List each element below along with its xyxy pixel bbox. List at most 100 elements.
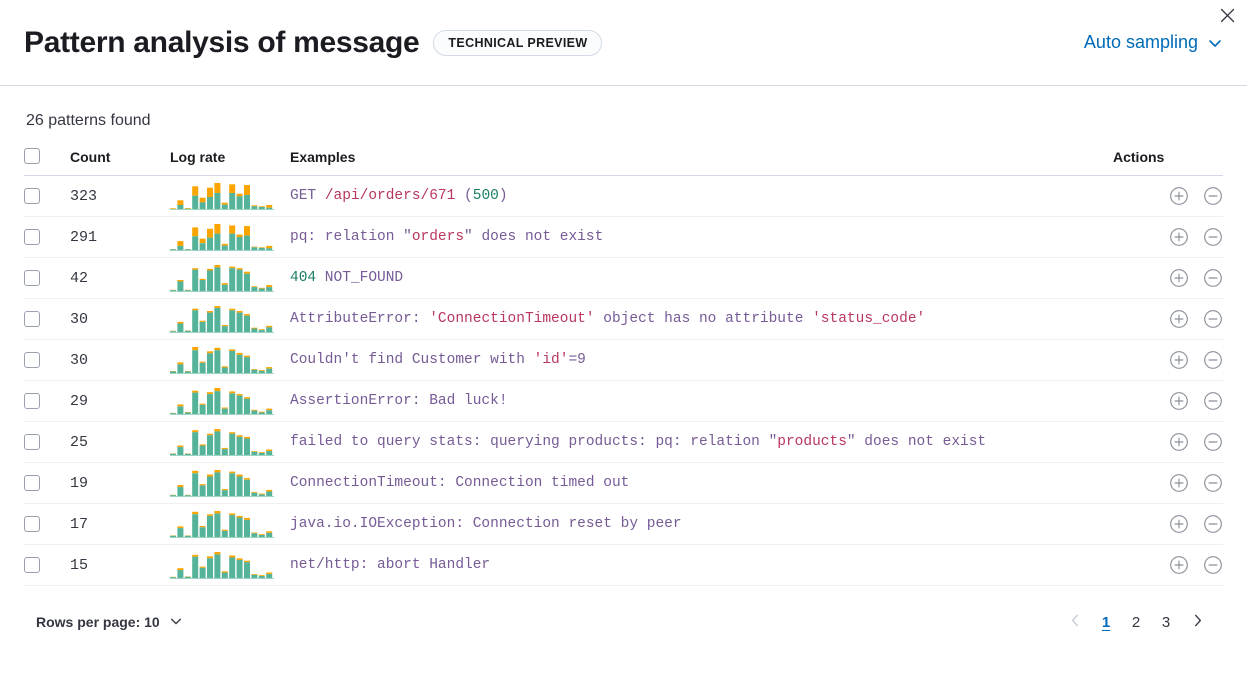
plus-in-circle-icon[interactable]	[1169, 186, 1189, 206]
row-count: 30	[70, 298, 170, 340]
example-token-text: )	[498, 188, 508, 204]
chevron-left-icon	[1068, 613, 1083, 631]
row-actions	[1113, 503, 1223, 545]
flyout-header: Pattern analysis of message TECHNICAL PR…	[0, 0, 1247, 86]
plus-in-circle-icon[interactable]	[1169, 227, 1189, 247]
row-log-rate	[170, 339, 290, 381]
count-header[interactable]: Count	[70, 148, 170, 176]
pagination-next-button[interactable]	[1183, 608, 1211, 636]
row-log-rate	[170, 503, 290, 545]
example-token-variable: 'id'	[533, 352, 569, 368]
example-token-variable: /api/orders/671	[324, 188, 456, 204]
example-token-text: ConnectionTimeout: Connection timed out	[290, 475, 630, 491]
pagination-page-3[interactable]: 3	[1153, 608, 1179, 636]
rows-per-page-button[interactable]: Rows per page: 10	[36, 614, 183, 631]
row-log-rate	[170, 421, 290, 463]
example-token-text: Couldn't find Customer with	[290, 352, 534, 368]
row-count: 42	[70, 257, 170, 299]
close-icon	[1220, 8, 1235, 26]
example-token-text: =9	[568, 352, 586, 368]
select-all-header	[24, 148, 70, 176]
minus-in-circle-icon[interactable]	[1203, 432, 1223, 452]
row-example: failed to query stats: querying products…	[290, 421, 1113, 463]
close-button[interactable]	[1213, 3, 1241, 31]
row-log-rate	[170, 544, 290, 586]
minus-in-circle-icon[interactable]	[1203, 391, 1223, 411]
plus-in-circle-icon[interactable]	[1169, 473, 1189, 493]
row-checkbox[interactable]	[24, 229, 40, 245]
row-example: ConnectionTimeout: Connection timed out	[290, 462, 1113, 504]
row-log-rate	[170, 216, 290, 258]
row-select-cell	[24, 421, 70, 463]
row-example: Couldn't find Customer with 'id'=9	[290, 339, 1113, 381]
row-select-cell	[24, 544, 70, 586]
row-count: 29	[70, 380, 170, 422]
title-group: Pattern analysis of message TECHNICAL PR…	[24, 26, 603, 60]
minus-in-circle-icon[interactable]	[1203, 268, 1223, 288]
minus-in-circle-icon[interactable]	[1203, 227, 1223, 247]
auto-sampling-button[interactable]: Auto sampling	[1084, 32, 1223, 53]
row-count: 25	[70, 421, 170, 463]
pagination-page-2[interactable]: 2	[1123, 608, 1149, 636]
pagination-page-1[interactable]: 1	[1093, 608, 1119, 636]
pagination-prev-button[interactable]	[1061, 608, 1089, 636]
row-select-cell	[24, 175, 70, 217]
patterns-found-count: 26 patterns found	[26, 112, 151, 129]
example-token-text: "	[403, 229, 412, 245]
row-actions	[1113, 175, 1223, 217]
chevron-right-icon	[1190, 613, 1205, 631]
technical-preview-badge: TECHNICAL PREVIEW	[433, 29, 603, 56]
example-token-text: GET	[290, 188, 325, 204]
row-actions	[1113, 298, 1223, 340]
log-rate-header: Log rate	[170, 148, 290, 176]
row-count: 19	[70, 462, 170, 504]
row-checkbox[interactable]	[24, 557, 40, 573]
row-log-rate	[170, 462, 290, 504]
select-all-checkbox[interactable]	[24, 148, 40, 164]
row-count: 291	[70, 216, 170, 258]
row-select-cell	[24, 257, 70, 299]
row-example: net/http: abort Handler	[290, 544, 1113, 586]
example-token-variable: orders	[411, 229, 465, 245]
minus-in-circle-icon[interactable]	[1203, 555, 1223, 575]
row-checkbox[interactable]	[24, 516, 40, 532]
plus-in-circle-icon[interactable]	[1169, 391, 1189, 411]
row-checkbox[interactable]	[24, 475, 40, 491]
row-checkbox[interactable]	[24, 352, 40, 368]
header-right: Auto sampling	[1084, 32, 1223, 53]
minus-in-circle-icon[interactable]	[1203, 186, 1223, 206]
row-log-rate	[170, 257, 290, 299]
row-actions	[1113, 380, 1223, 422]
example-token-text: object has no attribute	[594, 311, 813, 327]
row-checkbox[interactable]	[24, 311, 40, 327]
chevron-down-icon	[1207, 35, 1223, 51]
plus-in-circle-icon[interactable]	[1169, 432, 1189, 452]
row-select-cell	[24, 503, 70, 545]
plus-in-circle-icon[interactable]	[1169, 309, 1189, 329]
minus-in-circle-icon[interactable]	[1203, 309, 1223, 329]
minus-in-circle-icon[interactable]	[1203, 350, 1223, 370]
row-checkbox[interactable]	[24, 188, 40, 204]
plus-in-circle-icon[interactable]	[1169, 555, 1189, 575]
plus-in-circle-icon[interactable]	[1169, 268, 1189, 288]
rows-per-page-label: Rows per page: 10	[36, 614, 160, 630]
minus-in-circle-icon[interactable]	[1203, 514, 1223, 534]
minus-in-circle-icon[interactable]	[1203, 473, 1223, 493]
row-log-rate	[170, 175, 290, 217]
example-token-text: net/http: abort Handler	[290, 557, 491, 573]
plus-in-circle-icon[interactable]	[1169, 350, 1189, 370]
plus-in-circle-icon[interactable]	[1169, 514, 1189, 534]
row-actions	[1113, 462, 1223, 504]
example-token-text: java.io.IOException: Connection reset by…	[290, 516, 682, 532]
row-actions	[1113, 544, 1223, 586]
row-checkbox[interactable]	[24, 270, 40, 286]
examples-header: Examples	[290, 148, 1113, 176]
row-example: java.io.IOException: Connection reset by…	[290, 503, 1113, 545]
row-checkbox[interactable]	[24, 393, 40, 409]
row-checkbox[interactable]	[24, 434, 40, 450]
table-row: 25 failed to query stats: querying produc…	[24, 421, 1223, 463]
example-token-variable: 'status_code'	[812, 311, 926, 327]
